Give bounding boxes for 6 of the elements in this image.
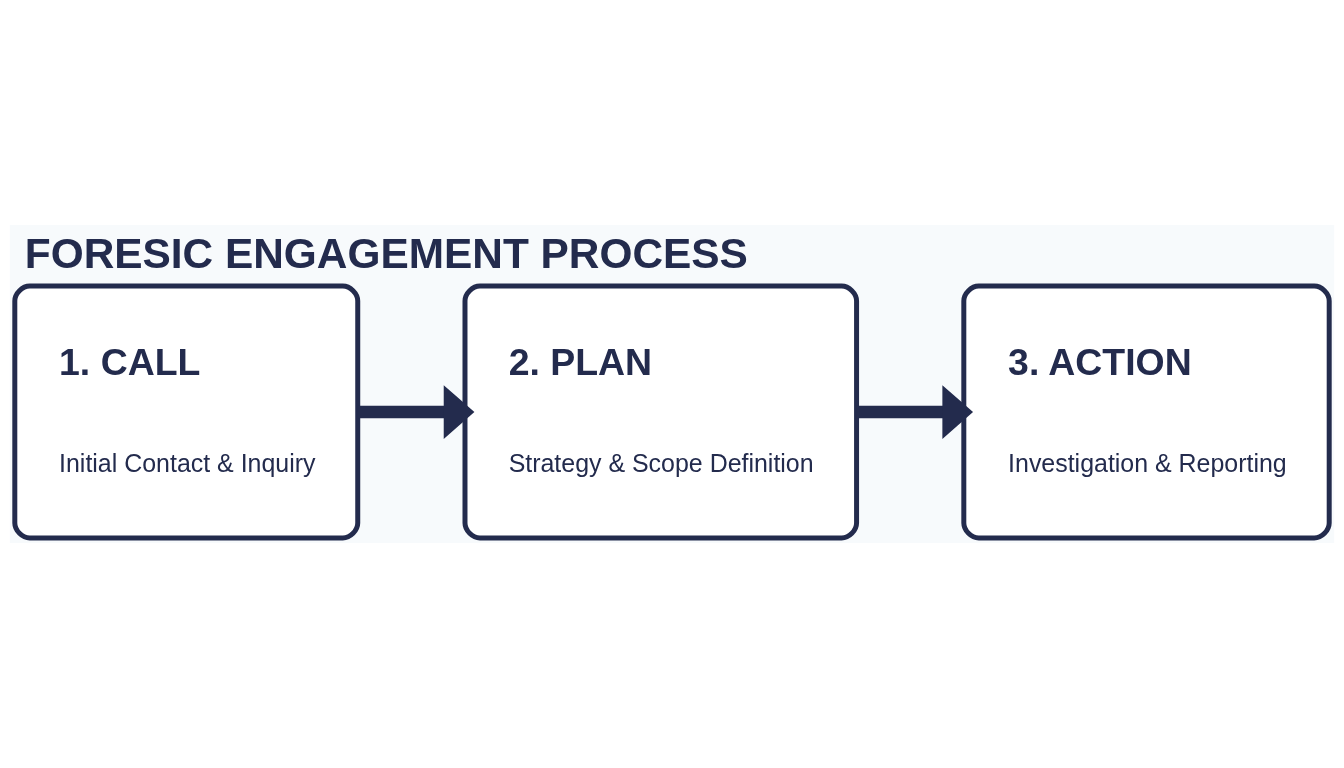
node-box: 1. CALL Initial Contact & Inquiry	[12, 283, 361, 541]
arrow	[357, 385, 475, 439]
diagram-title: FORESIC ENGAGEMENT PROCESS	[24, 229, 748, 277]
node-box: 3. ACTION Investigation & Reporting	[961, 283, 1332, 541]
arrow	[856, 385, 974, 439]
node-box: 2. PLAN Strategy & Scope Definition	[462, 283, 860, 541]
